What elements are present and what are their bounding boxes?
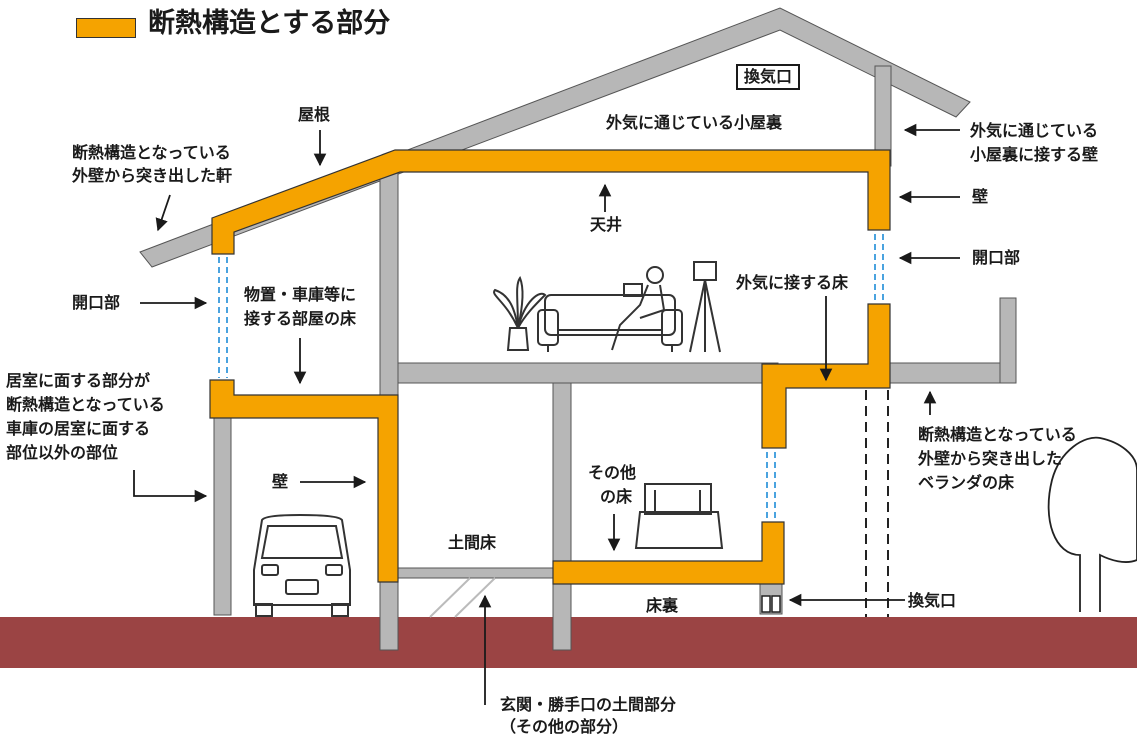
floor-lamp-icon [689,261,721,353]
plant-icon [493,275,547,351]
label-attic-wall-2: 小屋裏に接する壁 [970,145,1099,164]
label-underfloor: 床裏 [646,596,679,615]
label-eave-2: 外壁から突き出した軒 [72,166,233,185]
label-eave-1: 断熱構造となっている [72,143,231,162]
label-wall-right: 壁 [972,187,989,206]
label-wall-left: 壁 [272,472,289,491]
arrows [133,123,960,705]
car-icon [253,513,351,617]
label-other-floor-2: の床 [600,487,633,506]
veranda-dashed-lines [865,390,889,617]
label-veranda-2: 外壁から突き出した [918,449,1063,468]
label-vent-top: 換気口 [736,64,801,90]
tree [1047,436,1137,612]
roof-structure [139,7,971,268]
label-other-floor-1: その他 [588,463,637,482]
bed-icon [634,483,724,549]
label-outside-floor: 外気に接する床 [736,273,849,292]
legend-text: 断熱構造とする部分 [148,8,391,39]
entrance-door [429,577,496,618]
label-garage-4: 部位以外の部位 [6,443,119,462]
label-storage-floor-1: 物置・車庫等に [244,285,357,304]
label-attic-wall-1: 外気に通じている [970,121,1099,140]
sofa-icon [537,294,683,352]
label-storage-floor-2: 接する部屋の床 [244,309,357,328]
legend-swatch [76,18,136,38]
label-entrance-2: （その他の部分） [500,717,629,736]
label-garage-2: 断熱構造となっている [6,395,165,414]
label-doma: 土間床 [448,533,497,552]
openings [218,234,884,518]
person-icon [611,266,666,351]
label-entrance-1: 玄関・勝手口の土間部分 [500,695,677,714]
label-ceiling: 天井 [590,215,623,234]
label-veranda-3: ベランダの床 [918,473,1015,492]
label-roof: 屋根 [298,105,331,124]
label-veranda-1: 断熱構造となっている [918,425,1077,444]
label-garage-1: 居室に面する部分が [6,371,151,390]
label-attic: 外気に通じている小屋裏 [606,113,783,132]
label-garage-3: 車庫の居室に面する [6,419,151,438]
vent-bottom-icon [761,595,781,613]
label-opening-right: 開口部 [972,248,1021,267]
label-opening-left: 開口部 [72,293,121,312]
label-vent-bottom: 換気口 [908,591,957,610]
